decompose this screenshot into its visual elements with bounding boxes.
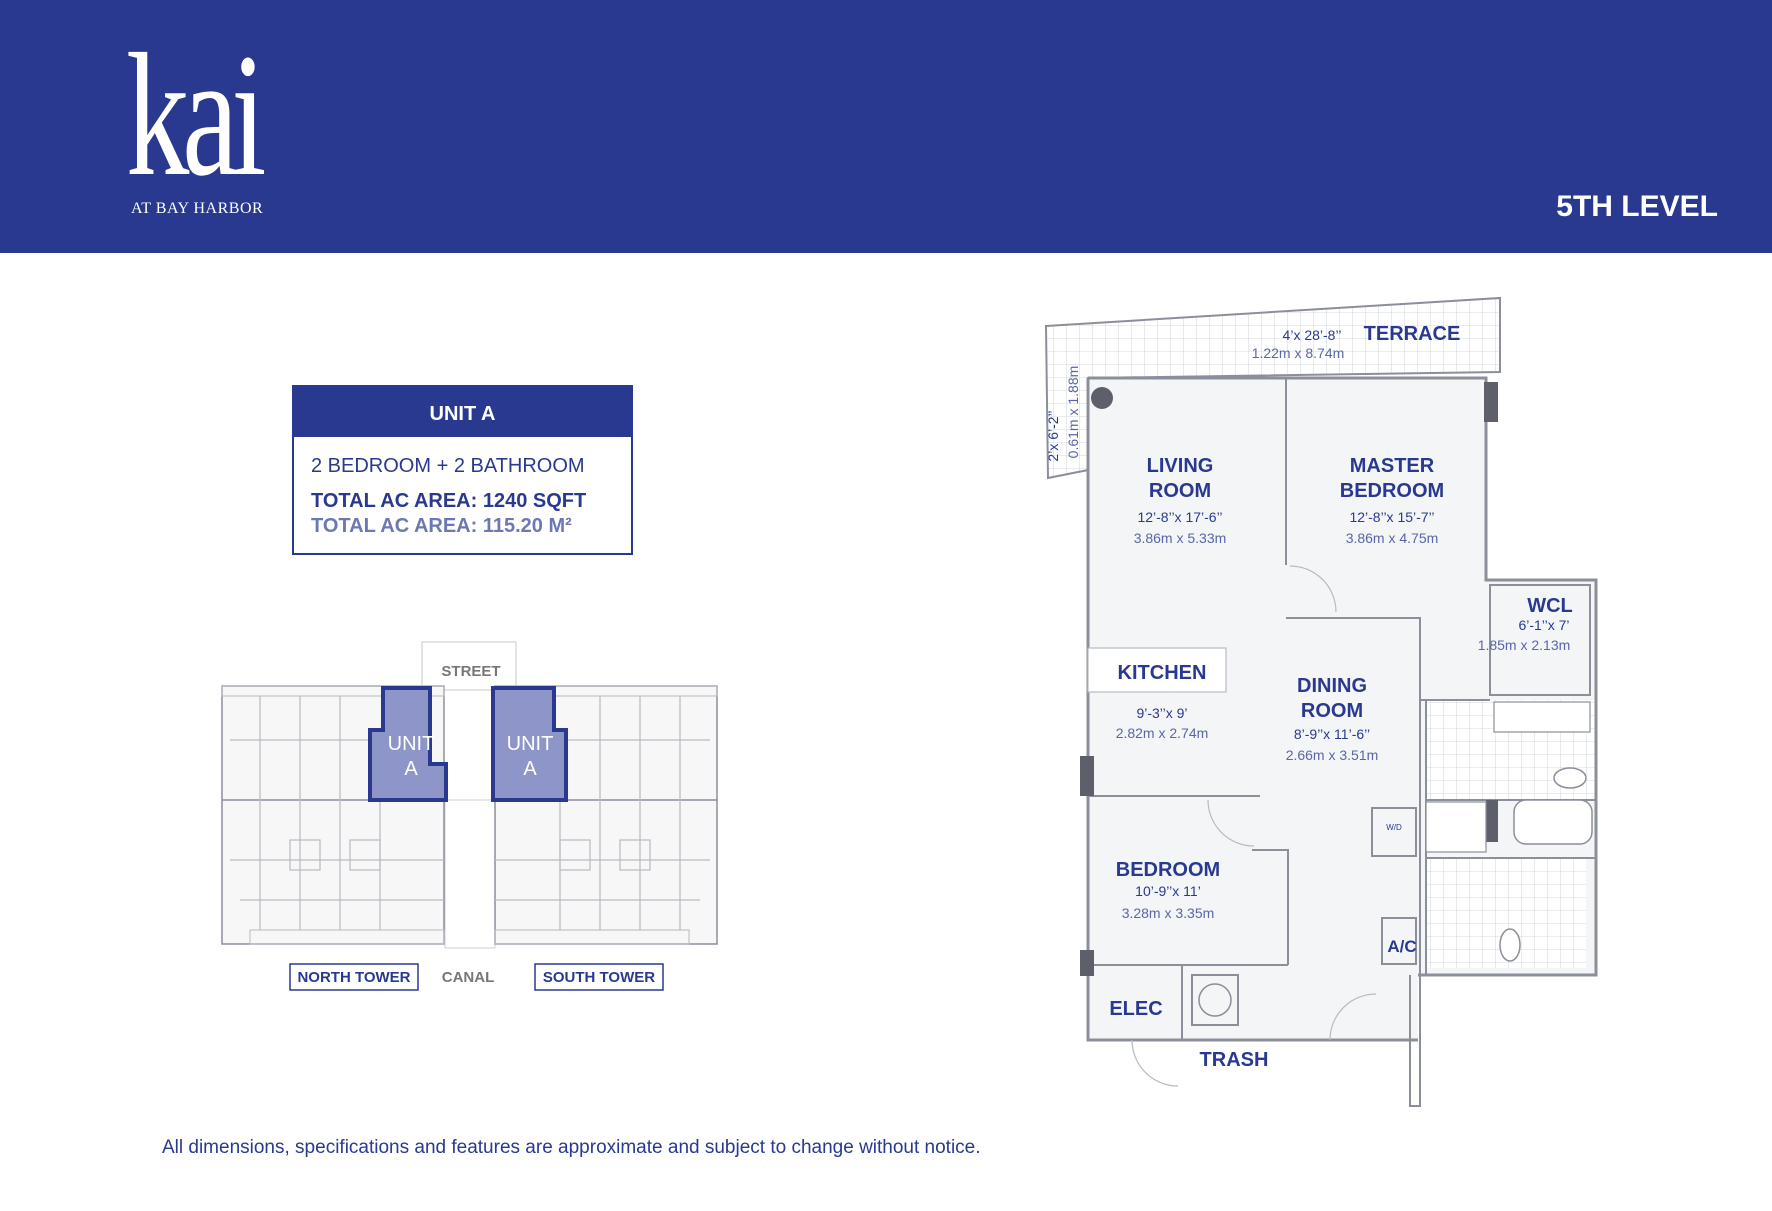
canal-strip [444,799,496,949]
header-banner: kai AT BAY HARBOR 5TH LEVEL [0,0,1772,253]
master-dim-m: 3.86m x 4.75m [1346,530,1439,546]
bathtub [1513,799,1593,845]
south-tower-block [494,685,718,945]
bath-tiles-1 [1426,700,1596,800]
door-entry [1329,993,1377,1041]
toilet-guest [1499,928,1521,962]
unit-area-sqft: TOTAL AC AREA: 1240 SQFT [311,490,587,512]
south-tower-box [534,963,664,991]
kitchen-label: KITCHEN [1118,662,1207,684]
terrace-area [1044,296,1501,480]
balcony-dim-ft: 2’x 6’-2’’ [1045,410,1061,461]
trash-label: TRASH [1200,1049,1269,1071]
south-tower-label: SOUTH TOWER [543,969,655,986]
ac-closet [1381,917,1417,965]
unit-info-box: UNIT A 2 BEDROOM + 2 BATHROOM TOTAL AC A… [292,385,633,555]
terrace-label: TERRACE [1364,323,1461,345]
kitchen-dim-m: 2.82m x 2.74m [1116,725,1209,741]
unit-label-south-2: A [523,758,537,780]
street-label: STREET [441,663,500,680]
wall-master-south [1286,617,1490,701]
wd-closet [1371,807,1417,857]
door-master [1289,565,1337,613]
disclaimer: All dimensions, specifications and featu… [162,1137,981,1158]
master-label-2: BEDROOM [1340,480,1444,502]
kitchen-dim-ft: 9’-3’’x 9’ [1136,705,1187,721]
shower [1425,801,1487,853]
trash-chute [1191,974,1239,1026]
wcl-dim-m: 1.85m x 2.13m [1478,637,1571,653]
trash-chute-circle [1198,983,1232,1017]
unit-title: UNIT A [294,387,631,437]
elec-label: ELEC [1109,998,1162,1020]
toilet-master [1553,767,1587,789]
north-tower-label: NORTH TOWER [297,969,410,986]
shaft-wall [1409,975,1421,1107]
wcl-dim-ft: 6’-1’’x 7’ [1518,617,1569,633]
unit-label-south-1: UNIT [507,733,554,755]
terrace-dim-m: 1.22m x 8.74m [1252,345,1345,361]
vanity [1493,701,1591,733]
balcony-dim-m: 0.61m x 1.88m [1065,366,1081,459]
level-title: 5TH LEVEL [1556,190,1718,223]
unit-rooms: 2 BEDROOM + 2 BATHROOM [311,455,585,477]
column-2 [1080,756,1094,796]
wcl-box [1489,584,1591,696]
kitchen-counter [1087,647,1227,693]
wd-label: W/D [1386,823,1402,832]
canal-label: CANAL [442,969,495,986]
north-tower-block [221,685,445,945]
bedroom-dim-ft: 10’-9’’x 11’ [1135,883,1201,899]
dining-label-2: ROOM [1301,700,1363,722]
unit-label-north-1: UNIT [388,733,435,755]
living-dim-ft: 12’-8’’x 17’-6’’ [1137,509,1222,525]
street-box [421,641,517,691]
bath-tiles-2 [1426,858,1586,968]
dining-dim-m: 2.66m x 3.51m [1286,747,1379,763]
master-label-1: MASTER [1350,455,1435,477]
bedroom-label: BEDROOM [1116,859,1220,881]
dining-dim-ft: 8’-9’’x 11’-6’’ [1294,726,1370,742]
outer-wall-west [1086,378,1418,1042]
door-bedroom [1207,799,1255,847]
north-tower-box [289,963,419,991]
wall-bedroom-east [1252,849,1289,965]
outer-wall-east [1088,376,1598,977]
living-dim-m: 3.86m x 5.33m [1134,530,1227,546]
logo-wordmark: kai [126,18,266,213]
column-1 [1484,382,1498,422]
unit-area-m2: TOTAL AC AREA: 115.20 M² [311,515,572,537]
column-round [1091,387,1113,409]
living-label-2: ROOM [1149,480,1211,502]
column-3 [1080,950,1094,976]
logo-subtitle: AT BAY HARBOR [131,200,264,217]
terrace-dim-ft: 4’x 28’-8’’ [1283,327,1342,343]
ac-label: A/C [1387,937,1416,956]
door-elec [1131,1039,1179,1087]
unit-a-highlight-south [491,686,568,802]
living-label-1: LIVING [1147,455,1214,477]
unit-label-north-2: A [404,758,418,780]
wcl-label: WCL [1527,595,1573,617]
master-dim-ft: 12’-8’’x 15’-7’’ [1349,509,1434,525]
interior-fill [1088,378,1596,1040]
column-4 [1486,800,1498,842]
bedroom-dim-m: 3.28m x 3.35m [1122,905,1215,921]
dining-label-1: DINING [1297,675,1367,697]
unit-a-highlight-north [368,686,448,802]
